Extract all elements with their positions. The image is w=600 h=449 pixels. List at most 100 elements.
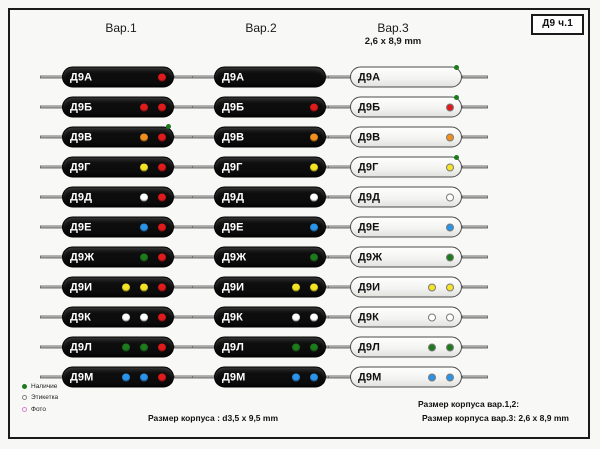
lead-wire-right (462, 105, 488, 109)
diode-body: Д9А (214, 66, 326, 88)
lead-wire-right (462, 255, 488, 259)
color-band-blue (310, 373, 318, 381)
diode-body: Д9Г (350, 156, 462, 178)
color-band-group (310, 133, 318, 141)
color-band-white (428, 313, 436, 321)
diode-row: Д9И (40, 272, 200, 302)
color-band-group (310, 193, 318, 201)
color-band-group (292, 313, 318, 321)
color-band-green (310, 253, 318, 261)
color-band-yellow (140, 163, 148, 171)
color-band-green (292, 343, 300, 351)
diode-row: Д9М (328, 362, 488, 392)
diode-row: Д9Е (40, 212, 200, 242)
color-band-blue (446, 373, 454, 381)
diode-row: Д9К (40, 302, 200, 332)
diode-body: Д9Ж (350, 246, 462, 268)
diode-label: Д9Д (358, 191, 381, 203)
diode-row: Д9А (328, 62, 488, 92)
diode-row: Д9Д (192, 182, 352, 212)
diode-body: Д9А (62, 66, 174, 88)
diode-label: Д9Е (222, 221, 244, 233)
color-band-blue (122, 373, 130, 381)
diode-row: Д9В (192, 122, 352, 152)
color-band-yellow (310, 163, 318, 171)
diode-label: Д9Ж (222, 251, 247, 263)
color-band-green (428, 343, 436, 351)
lead-wire-right (462, 345, 488, 349)
sheet-badge: Д9 ч.1 (531, 14, 584, 35)
color-band-green (310, 343, 318, 351)
color-band-orange (446, 133, 454, 141)
diode-row: Д9Е (192, 212, 352, 242)
color-band-group (446, 133, 454, 141)
diode-label: Д9А (358, 71, 381, 83)
column-title-var1: Вар.1 (105, 21, 137, 35)
diode-label: Д9Л (70, 341, 92, 353)
color-band-red (158, 223, 166, 231)
color-band-group (446, 223, 454, 231)
diode-row: Д9Е (328, 212, 488, 242)
column-header-var3: Вар.3 2,6 x 8,9 mm (328, 21, 458, 48)
diode-row: Д9Л (328, 332, 488, 362)
lead-wire-right (462, 135, 488, 139)
column-title-var3: Вар.3 (377, 21, 409, 35)
color-band-group (140, 223, 166, 231)
color-band-yellow (310, 283, 318, 291)
color-band-blue (310, 223, 318, 231)
column-title-var2: Вар.2 (245, 21, 277, 35)
color-band-group (428, 283, 454, 291)
diode-label: Д9Л (358, 341, 380, 353)
color-band-red (158, 193, 166, 201)
diode-label: Д9Г (222, 161, 243, 173)
diode-label: Д9А (222, 71, 245, 83)
color-band-green (140, 343, 148, 351)
legend-item: Этикетка (22, 392, 58, 403)
legend-label: Фото (31, 405, 46, 413)
legend-label: Этикетка (31, 394, 59, 402)
color-band-white (292, 313, 300, 321)
color-band-red (310, 103, 318, 111)
diode-label: Д9В (70, 131, 93, 143)
diode-body: Д9Б (214, 96, 326, 118)
availability-marker-icon (454, 65, 459, 70)
availability-marker-icon (454, 95, 459, 100)
diode-row: Д9Д (328, 182, 488, 212)
diode-body: Д9М (350, 366, 462, 388)
legend-item: Наличие (22, 381, 58, 392)
diode-body: Д9М (214, 366, 326, 388)
color-band-yellow (428, 283, 436, 291)
color-band-group (446, 163, 454, 171)
diode-label: Д9Б (70, 101, 93, 113)
color-band-orange (310, 133, 318, 141)
diode-row: Д9И (192, 272, 352, 302)
diode-row: Д9Д (40, 182, 200, 212)
diode-body: Д9Е (62, 216, 174, 238)
diode-label: Д9И (358, 281, 381, 293)
diode-label: Д9К (222, 311, 243, 323)
color-band-yellow (446, 163, 454, 171)
diode-label: Д9К (358, 311, 379, 323)
color-band-group (122, 313, 166, 321)
color-band-group (140, 163, 166, 171)
lead-wire-right (462, 315, 488, 319)
diode-body: Д9А (350, 66, 462, 88)
diode-label: Д9Д (70, 191, 93, 203)
diode-label: Д9В (222, 131, 245, 143)
color-band-orange (140, 133, 148, 141)
diode-body: Д9Г (62, 156, 174, 178)
diode-label: Д9Д (222, 191, 245, 203)
lead-wire-right (462, 285, 488, 289)
column-header-var1: Вар.1 (56, 21, 186, 36)
diode-label: Д9К (70, 311, 91, 323)
diode-body: Д9Л (62, 336, 174, 358)
color-band-white (140, 193, 148, 201)
diode-label: Д9М (358, 371, 382, 383)
diode-label: Д9Б (222, 101, 245, 113)
color-band-green (140, 253, 148, 261)
diode-body: Д9Б (62, 96, 174, 118)
diode-body: Д9Е (214, 216, 326, 238)
color-band-red (158, 253, 166, 261)
diode-row: Д9Л (192, 332, 352, 362)
